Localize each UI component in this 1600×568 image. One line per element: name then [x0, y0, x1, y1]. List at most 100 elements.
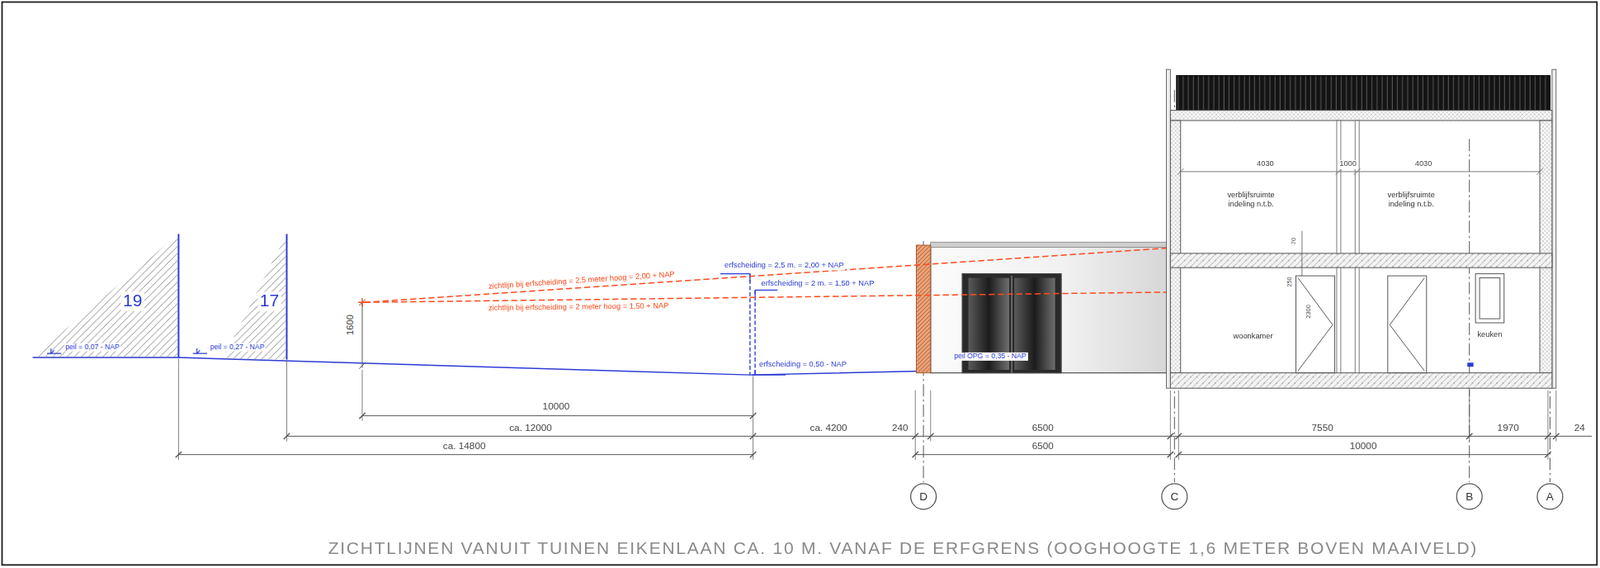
window-frame	[1475, 273, 1505, 323]
building-post	[1165, 69, 1171, 388]
fence-label: erfscheiding = 2 m. = 1,50 + NAP	[759, 279, 875, 289]
dimension-value: 250	[1286, 275, 1294, 288]
ground-line	[33, 357, 931, 375]
grid-bubble: C	[1161, 482, 1188, 510]
level-marker	[193, 348, 208, 354]
dimension-line	[178, 453, 753, 455]
level-marker	[755, 289, 778, 296]
room-label: verblijfsruimte indeling n.t.b.	[1217, 191, 1285, 209]
room-dimension	[1177, 168, 1544, 276]
dimension-line	[1301, 267, 1303, 276]
sight-line-label: zichtlijn bij erfscheiding = 2 meter hoo…	[487, 302, 671, 313]
dimension-line	[1301, 231, 1303, 269]
dimension-value: 70	[1290, 236, 1298, 246]
inner-wall	[1354, 267, 1360, 373]
dimension-value: 1000	[1338, 160, 1358, 170]
room-label: verblijfsruimte indeling n.t.b.	[1377, 191, 1445, 209]
house-marker: 17	[222, 233, 288, 359]
dimension-tick	[358, 299, 365, 369]
grid-letter: D	[919, 490, 928, 503]
level-label: peil = 0,27 - NAP	[209, 343, 266, 352]
hatched-triangle	[33, 233, 180, 358]
dimension-tick	[1177, 168, 1544, 175]
floor-slab	[1170, 372, 1552, 389]
sight-line	[363, 292, 1166, 303]
grid-letter: A	[1546, 490, 1554, 503]
door-frame	[1387, 275, 1427, 373]
grid-bubble: A	[1536, 482, 1563, 510]
main-building	[1165, 69, 1556, 388]
door-swing	[1297, 278, 1333, 372]
dimension-line	[361, 302, 363, 368]
annex-roof	[930, 241, 1171, 247]
room-label: woonkamer	[1231, 332, 1274, 342]
dimension-value: 4030	[1414, 160, 1434, 170]
grid-line	[923, 89, 1550, 482]
grid-letter: B	[1465, 490, 1473, 503]
sight-line	[363, 248, 1166, 303]
grid-bubble: D	[910, 482, 937, 510]
ground-line	[33, 233, 952, 375]
extension-line	[178, 358, 1556, 460]
inner-wall	[1336, 267, 1341, 373]
grid-letter: C	[1170, 490, 1179, 503]
annex	[915, 241, 1171, 373]
grid-bubble: B	[1456, 482, 1483, 510]
door-frame	[1295, 275, 1335, 373]
outer-wall	[1170, 120, 1180, 373]
dimension-value: 6500	[1030, 422, 1055, 435]
floor-marker	[1467, 362, 1473, 367]
door-symbol	[1295, 273, 1504, 373]
hatched-triangle	[222, 233, 288, 359]
dimension-value: ca. 4200	[808, 422, 849, 435]
dimension-value: 240	[891, 422, 910, 435]
inner-wall	[1354, 120, 1360, 254]
dimension-tick	[175, 412, 1560, 458]
dimension-value: 2300	[1305, 303, 1313, 320]
fence-label: erfscheiding = 2,5 m. = 2,00 + NAP	[723, 260, 845, 270]
outer-wall	[1539, 120, 1553, 373]
eye-height-dimension	[358, 299, 365, 369]
dimension-value: 1600	[344, 313, 356, 336]
fence-line	[754, 289, 756, 375]
inner-wall	[1336, 120, 1341, 254]
dimension-value: 7550	[1310, 422, 1335, 435]
room-label: keuken	[1476, 330, 1503, 340]
dimension-value: ca. 12000	[508, 422, 553, 435]
fence-line	[749, 273, 751, 376]
dimension-chain	[175, 358, 1592, 460]
fence-label: erfscheiding = 0,50 - NAP	[758, 359, 848, 369]
dimension-line	[1180, 170, 1540, 172]
building-post	[1552, 69, 1557, 388]
annex-body	[930, 245, 1171, 373]
dimension-value: 10000	[1349, 440, 1379, 453]
solar-panels	[1176, 75, 1551, 111]
dimension-value: 1970	[1496, 422, 1520, 435]
dimension-line	[1178, 453, 1549, 455]
door-swing	[1389, 278, 1425, 372]
dimension-value: 10000	[541, 401, 571, 413]
dimension-line	[915, 453, 1171, 455]
level-label: peil OPG = 0,35 - NAP	[953, 352, 1028, 361]
floor-slab	[1170, 253, 1552, 268]
house-number: 19	[121, 291, 145, 311]
dimension-value: 4030	[1255, 160, 1275, 170]
level-marker	[751, 369, 786, 375]
house-number: 17	[257, 291, 281, 311]
eye-point	[358, 297, 367, 307]
hatched-triangle	[33, 233, 180, 358]
drawing-caption: ZICHTLIJNEN VANUIT TUINEN EIKENLAAN CA. …	[328, 539, 1478, 559]
dimension-line	[286, 435, 1592, 437]
sight-line-label: zichtlijn bij erfscheiding = 2,5 meter h…	[486, 269, 676, 292]
dimension-value: 6500	[1030, 440, 1055, 453]
level-label: peil = 0,07 - NAP	[64, 343, 121, 352]
dimension-value: 24	[1572, 422, 1586, 435]
roof-slab	[1170, 110, 1552, 121]
dimension-value: ca. 14800	[442, 440, 487, 453]
house-marker: 19	[33, 233, 180, 358]
dimension-line	[362, 415, 754, 416]
window-frame	[1479, 278, 1501, 319]
